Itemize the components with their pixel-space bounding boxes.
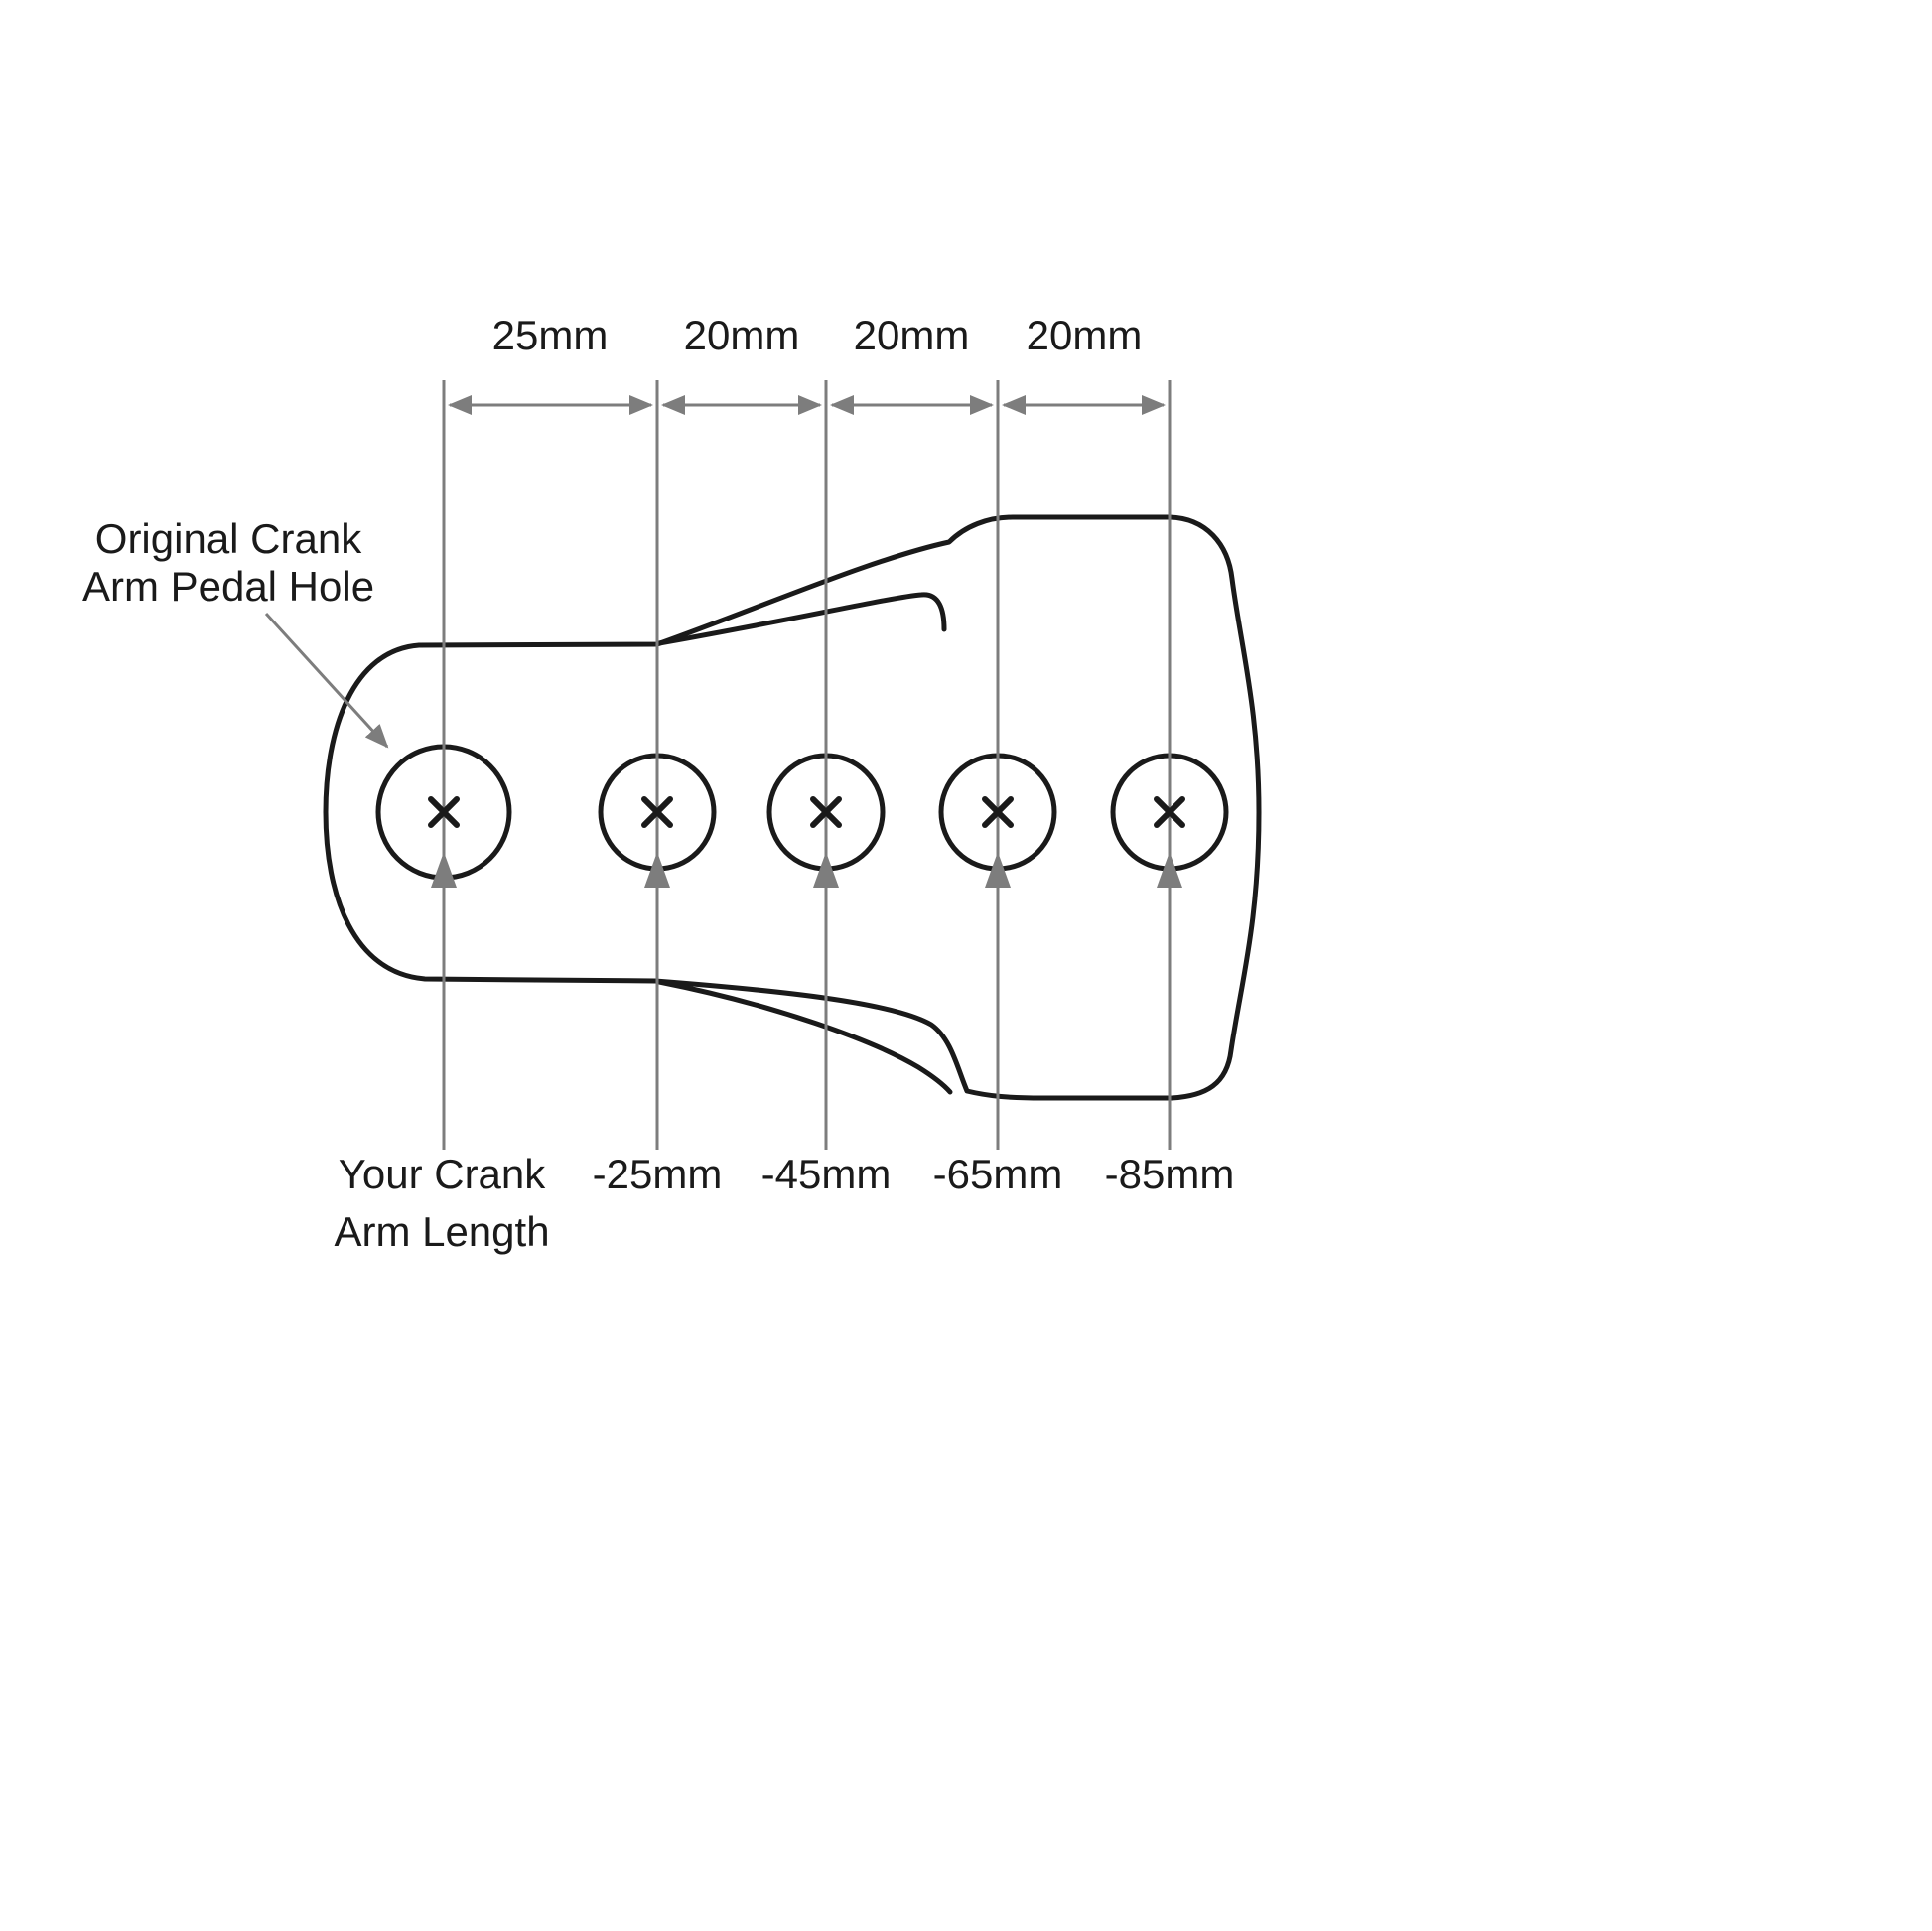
hole-pointer-arrow-minus-25mm: [644, 852, 670, 888]
hole-center-x-minus-65mm: [982, 796, 1014, 828]
crank-arm-outline: [323, 514, 1262, 1101]
labels: 25mm 20mm 20mm 20mm Original Crank Arm P…: [82, 312, 1234, 1255]
hole-label-minus-25mm: -25mm: [593, 1151, 723, 1197]
dimension-label-20mm-3: 20mm: [1027, 312, 1143, 358]
hole-pointer-arrow-minus-65mm: [985, 852, 1011, 888]
hole-pointer-arrow-minus-45mm: [813, 852, 839, 888]
hole-center-x-minus-85mm: [1154, 796, 1185, 828]
annotation-label-line2: Arm Pedal Hole: [82, 563, 374, 610]
crank-arm-outline-path: [323, 514, 1262, 1101]
pedal-holes: [375, 744, 1229, 881]
hole-center-x-minus-45mm: [810, 796, 842, 828]
hole-pointer-arrow-minus-85mm: [1157, 852, 1182, 888]
hole-label-minus-85mm: -85mm: [1105, 1151, 1235, 1197]
hole-pointer-arrow-original: [431, 852, 457, 888]
hole-center-marks: [428, 796, 1185, 828]
overlap-curve-top: [656, 592, 947, 646]
dimension-label-20mm-2: 20mm: [854, 312, 970, 358]
hole-center-x-original: [428, 796, 460, 828]
dimension-label-25mm: 25mm: [492, 312, 609, 358]
guide-lines: [264, 380, 1172, 1150]
hole-label-minus-65mm: -65mm: [933, 1151, 1063, 1197]
dimension-label-20mm-1: 20mm: [684, 312, 800, 358]
hole-center-x-minus-25mm: [641, 796, 673, 828]
annotation-arrow-line: [264, 612, 389, 749]
hole-label-original-line2: Arm Length: [334, 1208, 549, 1255]
hole-pointer-arrows: [431, 852, 1182, 888]
annotation-label-line1: Original Crank: [95, 515, 362, 562]
hole-label-original-line1: Your Crank: [339, 1151, 547, 1197]
hole-label-minus-45mm: -45mm: [761, 1151, 892, 1197]
overlap-curve-bottom: [656, 979, 953, 1095]
